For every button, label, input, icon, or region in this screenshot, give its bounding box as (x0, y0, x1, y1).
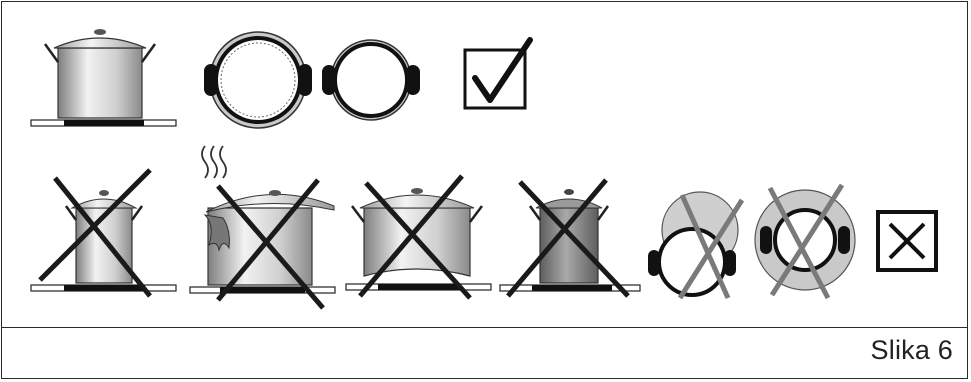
incorrect-pot-lid-steam (189, 145, 336, 310)
incorrect-pot-dark (499, 178, 641, 298)
check-mark-icon (463, 37, 533, 110)
incorrect-pot-warped-bottom (345, 174, 492, 300)
correct-pot-side-view (30, 29, 177, 127)
correct-pot-top-view-large (204, 31, 312, 129)
incorrect-pot-off-center-small (648, 191, 745, 300)
incorrect-pot-too-small (30, 168, 177, 298)
crossed-box-icon (876, 210, 938, 272)
caption-divider (2, 327, 967, 328)
correct-pot-top-view-small (322, 39, 420, 121)
figure-caption: Slika 6 (870, 335, 953, 365)
incorrect-pot-oversized-top (754, 183, 856, 300)
